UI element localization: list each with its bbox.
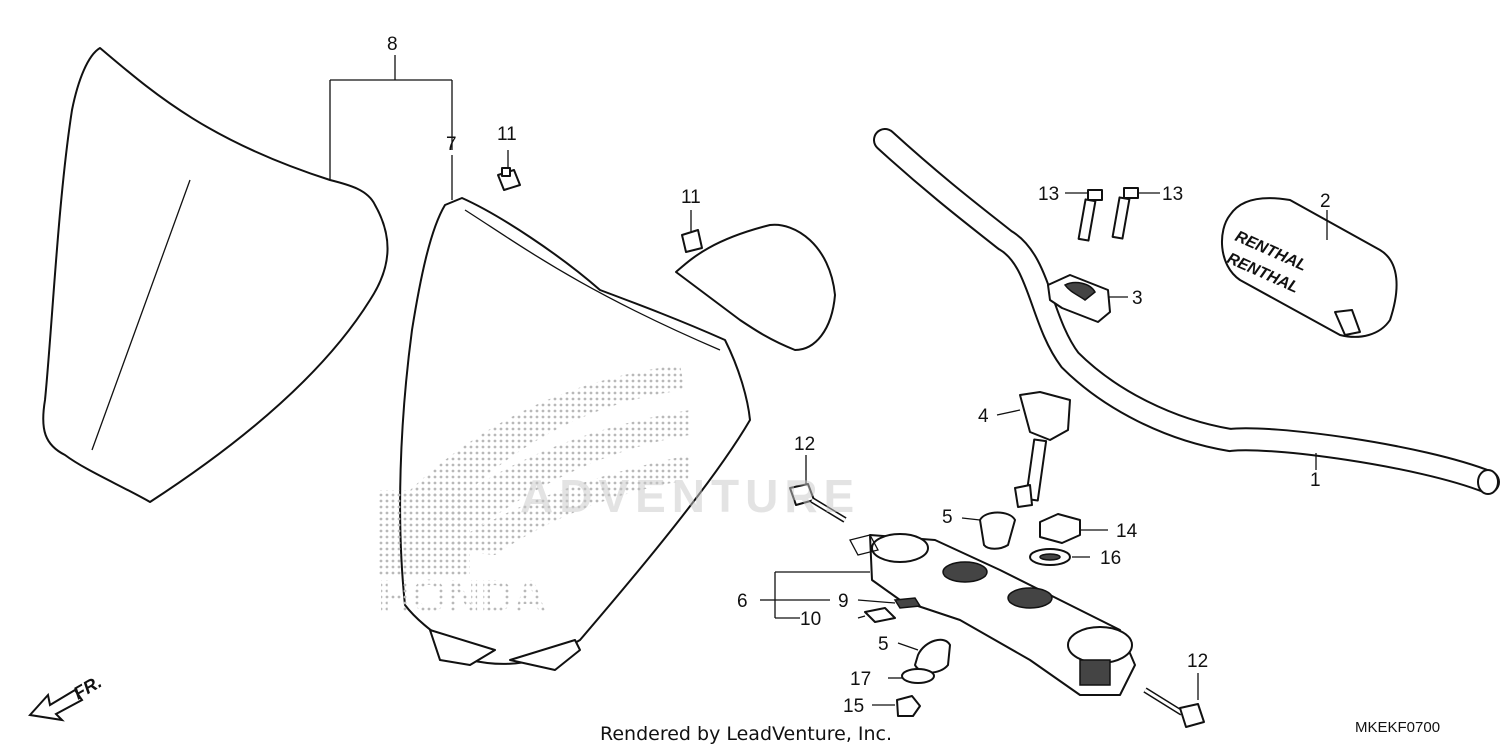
nut-14 — [1039, 513, 1081, 544]
honda-wing-watermark: HONDA — [378, 365, 690, 622]
callout-7: 7 — [446, 134, 457, 155]
callout-9: 9 — [838, 591, 849, 612]
collar-10 — [864, 607, 896, 623]
nut-15 — [896, 695, 921, 717]
washer-16 — [1029, 548, 1071, 566]
adventure-watermark: ADVENTURE — [520, 470, 860, 522]
callout-16: 16 — [1100, 548, 1121, 569]
bolt-12-lower — [1143, 687, 1205, 728]
callout-8: 8 — [387, 34, 398, 55]
callout-1: 1 — [1310, 470, 1321, 491]
callout-2: 2 — [1320, 191, 1331, 212]
bolt-11-lower — [681, 229, 703, 253]
leader-lines — [329, 55, 1328, 706]
callout-4: 4 — [978, 406, 989, 427]
callout-labels: 8 7 11 11 13 13 2 3 4 1 12 5 14 16 6 9 1… — [387, 34, 1331, 717]
bar-pad: RENTHAL RENTHAL — [1220, 197, 1398, 338]
diagram-code: MKEKF0700 — [1355, 719, 1440, 736]
callout-10: 10 — [800, 609, 821, 630]
bolt-11-upper — [497, 167, 521, 191]
washer-9 — [893, 597, 922, 609]
handlebar — [873, 128, 1500, 495]
number-plate-outline — [42, 47, 389, 503]
bolt-12-upper — [789, 483, 847, 523]
callout-5-upper: 5 — [942, 507, 953, 528]
rubber-5-upper — [979, 511, 1016, 550]
top-bridge — [869, 533, 1136, 696]
callout-13-left: 13 — [1038, 184, 1059, 205]
upper-holder — [1047, 274, 1111, 323]
lower-holder — [1014, 391, 1071, 508]
callout-5-lower: 5 — [878, 634, 889, 655]
callout-11-lower: 11 — [681, 187, 701, 208]
callout-3: 3 — [1132, 288, 1143, 309]
callout-12-upper: 12 — [794, 434, 815, 455]
bolt-13-right — [1111, 187, 1139, 240]
callout-6: 6 — [737, 591, 748, 612]
honda-watermark-text: HONDA — [378, 570, 547, 622]
callout-15: 15 — [843, 696, 864, 717]
callout-14: 14 — [1116, 521, 1138, 542]
callout-17: 17 — [850, 669, 871, 690]
callout-12-lower: 12 — [1187, 651, 1208, 672]
front-direction-arrow: FR. — [28, 672, 105, 722]
bolt-13-left — [1077, 189, 1103, 242]
rubber-5-lower — [914, 638, 951, 674]
callout-13-right: 13 — [1162, 184, 1183, 205]
washer-17 — [901, 668, 935, 684]
callout-11-upper: 11 — [497, 124, 517, 145]
render-credit: Rendered by LeadVenture, Inc. — [600, 723, 892, 745]
